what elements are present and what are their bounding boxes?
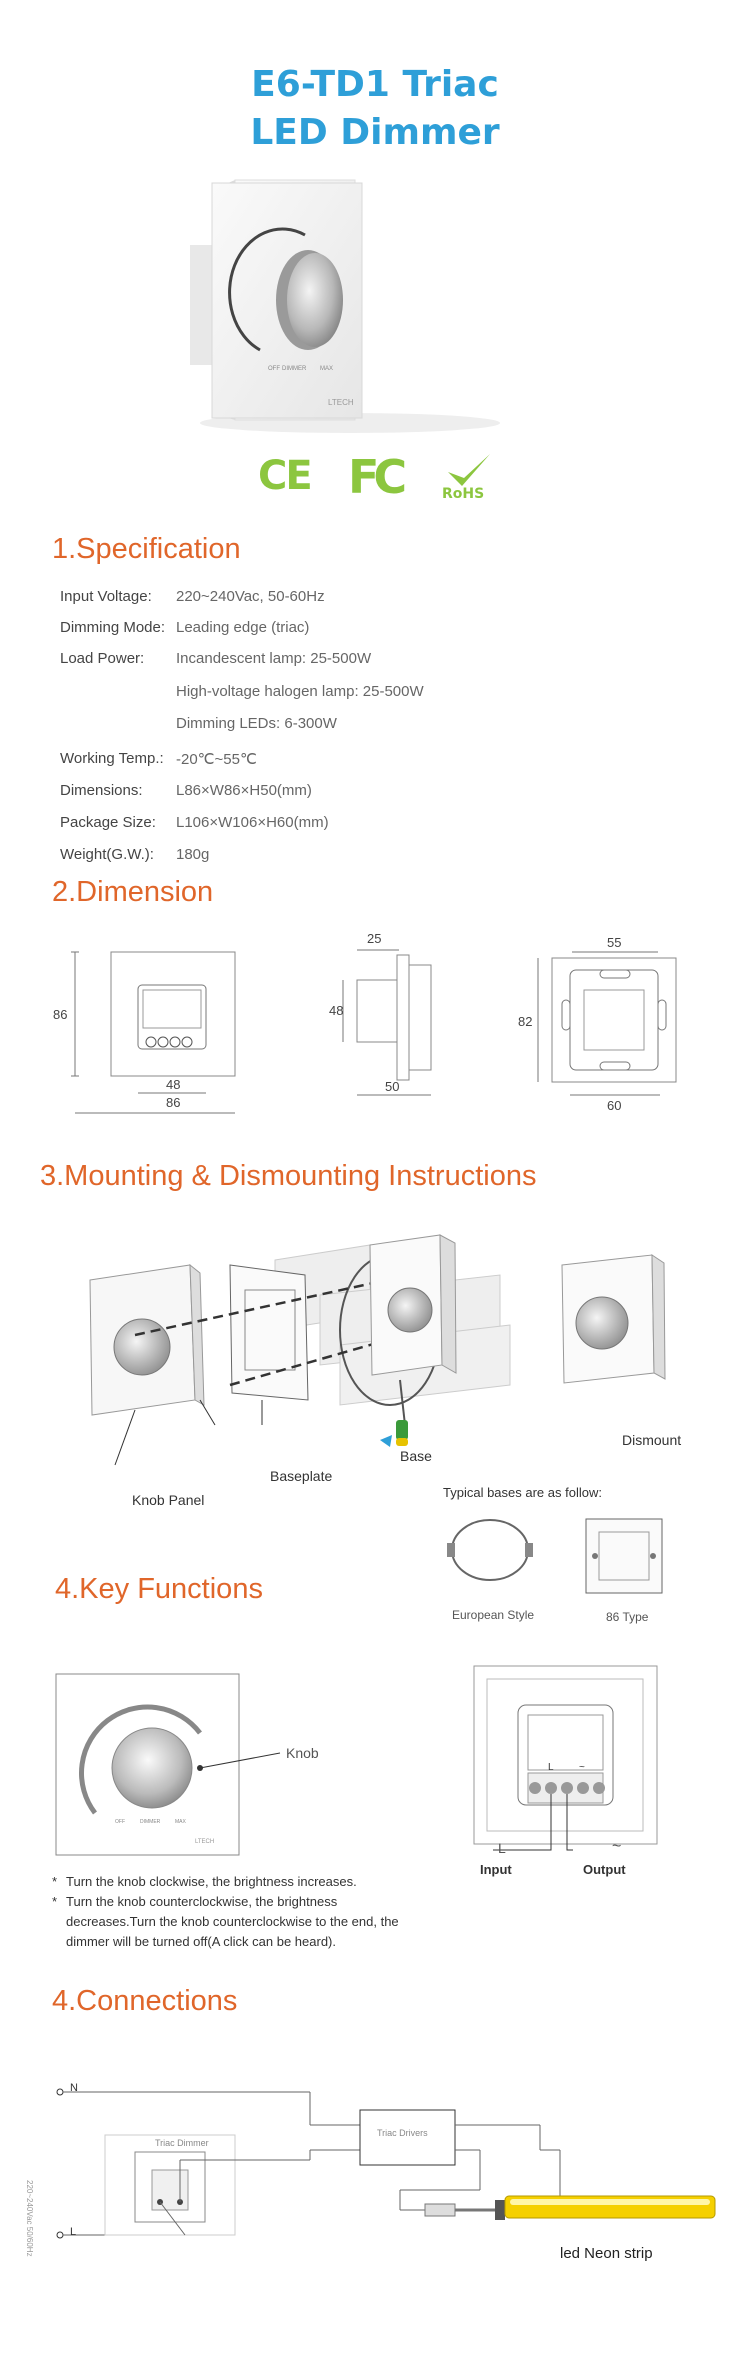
side-top-label: 25: [367, 931, 382, 946]
spec-label: Dimensions:: [60, 782, 143, 799]
side-height-label: 48: [329, 1003, 344, 1018]
spec-label: Load Power:: [60, 650, 145, 667]
connections-heading: 4.Connections: [52, 1985, 238, 2017]
spec-heading: 1.Specification: [52, 533, 241, 565]
knob-panel-label: Knob Panel: [132, 1492, 205, 1508]
terminal-back-diagram: L ~: [473, 1665, 658, 1851]
baseplate-label: Baseplate: [270, 1468, 333, 1484]
output-label: Output: [583, 1862, 626, 1877]
front-height-label: 86: [53, 1007, 68, 1022]
scale-min-label: OFF: [268, 366, 280, 372]
brand-label: LTECH: [328, 398, 354, 407]
output-symbol: ~: [612, 1838, 622, 1855]
knob-scale-min: OFF: [115, 1819, 125, 1825]
spec-label: Working Temp.:: [60, 750, 164, 767]
knob-scale-mid: DIMMER: [140, 1819, 161, 1825]
triac-dimmer-label: Triac Dimmer: [155, 2138, 209, 2148]
knob-label: Knob: [286, 1745, 319, 1761]
key-functions-heading: 4.Key Functions: [55, 1573, 263, 1605]
spec-value: L86×W86×H50(mm): [176, 782, 312, 799]
european-base-icon: [445, 1515, 535, 1585]
front-inner-label: 48: [166, 1077, 181, 1092]
front-view-drawing: 86 48 86: [53, 945, 245, 1120]
spec-value: -20℃~55℃: [176, 751, 257, 768]
product-image: OFF DIMMER MAX LTECH: [190, 175, 530, 440]
ce-logo: CE: [258, 453, 313, 499]
dismount-label: Dismount: [622, 1432, 682, 1448]
terminal-n-label: ~: [579, 1762, 585, 1773]
scale-max-label: MAX: [320, 366, 333, 372]
back-top-label: 55: [607, 935, 622, 950]
spec-value: Leading edge (triac): [176, 619, 310, 636]
spec-value: 180g: [176, 846, 210, 863]
knob-brand: LTECH: [195, 1839, 214, 1845]
bases-note: Typical bases are as follow:: [443, 1485, 602, 1500]
neutral-label: N: [70, 2082, 78, 2094]
dimension-heading: 2.Dimension: [52, 876, 214, 908]
voltage-side-label: 220~240Vac 50/60Hz: [25, 2180, 34, 2257]
spec-label: Package Size:: [60, 814, 156, 831]
spec-value: High-voltage halogen lamp: 25-500W: [176, 683, 424, 700]
knob-scale-max: MAX: [175, 1819, 187, 1825]
product-title-line1: E6-TD1 Triac: [251, 64, 499, 105]
wiring-diagram: N L Triac Dimmer Triac Drivers 220~240Va…: [25, 2080, 720, 2262]
terminal-l-label: L: [548, 1762, 554, 1773]
side-depth-label: 50: [385, 1079, 400, 1094]
function-notes: *Turn the knob clockwise, the brightness…: [52, 1872, 412, 1952]
input-l-label: L: [498, 1840, 506, 1856]
spec-label: Weight(G.W.):: [60, 846, 154, 863]
note-text: Turn the knob counterclockwise, the brig…: [66, 1894, 399, 1949]
spec-label: Input Voltage:: [60, 588, 152, 605]
note-item: *Turn the knob counterclockwise, the bri…: [52, 1894, 399, 1949]
led-strip-label: led Neon strip: [560, 2245, 653, 2262]
back-height-label: 82: [518, 1014, 533, 1029]
86-type-label: 86 Type: [606, 1610, 649, 1624]
note-item: *Turn the knob clockwise, the brightness…: [52, 1874, 357, 1889]
spec-label: Dimming Mode:: [60, 619, 166, 636]
mounting-diagram: [80, 1234, 670, 1515]
side-view-drawing: 25 48 50: [329, 931, 475, 1120]
knob-front-diagram: OFF DIMMER MAX LTECH: [55, 1673, 281, 1856]
european-style-label: European Style: [452, 1608, 535, 1622]
spec-value: 220~240Vac, 50-60Hz: [176, 588, 325, 605]
dismount-panel-image: [560, 1254, 670, 1395]
base-label: Base: [400, 1448, 432, 1464]
scale-mid-label: DIMMER: [282, 366, 307, 372]
note-text: Turn the knob clockwise, the brightness …: [66, 1874, 357, 1889]
spec-value: L106×W106×H60(mm): [176, 814, 329, 831]
mounting-heading: 3.Mounting & Dismounting Instructions: [40, 1160, 537, 1192]
triac-drivers-label: Triac Drivers: [377, 2128, 428, 2138]
spec-value: Incandescent lamp: 25-500W: [176, 650, 372, 667]
rohs-text: RoHS: [442, 486, 485, 502]
86-type-base-icon: [585, 1518, 663, 1594]
back-view-drawing: 55 82 60: [518, 930, 690, 1115]
rohs-logo: RoHS: [438, 450, 498, 508]
back-width-label: 60: [607, 1098, 622, 1113]
input-label: Input: [480, 1862, 512, 1877]
spec-value: Dimming LEDs: 6-300W: [176, 715, 337, 732]
fc-logo: FC: [348, 450, 407, 504]
front-width-label: 86: [166, 1095, 181, 1110]
product-title-line2: LED Dimmer: [250, 112, 500, 153]
line-label: L: [70, 2226, 77, 2238]
